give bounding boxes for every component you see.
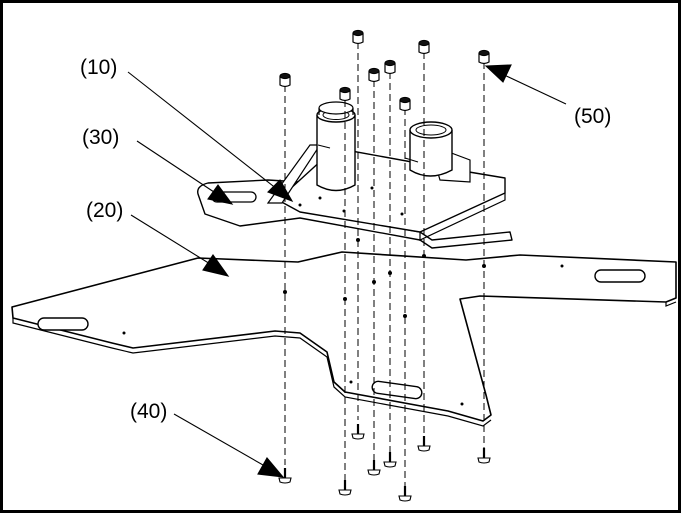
callout-20: (20): [86, 199, 124, 222]
leader-lines: [127, 64, 567, 478]
callout-10: (10): [80, 56, 118, 79]
hole-marks: [283, 238, 486, 318]
callout-40: (40): [130, 400, 168, 423]
callout-30: (30): [82, 126, 120, 149]
fastener-axes: [284, 42, 485, 492]
screws: [277, 422, 492, 503]
callout-50: (50): [574, 105, 612, 128]
vesa-plate: [11, 251, 677, 427]
nuts: [279, 29, 490, 112]
